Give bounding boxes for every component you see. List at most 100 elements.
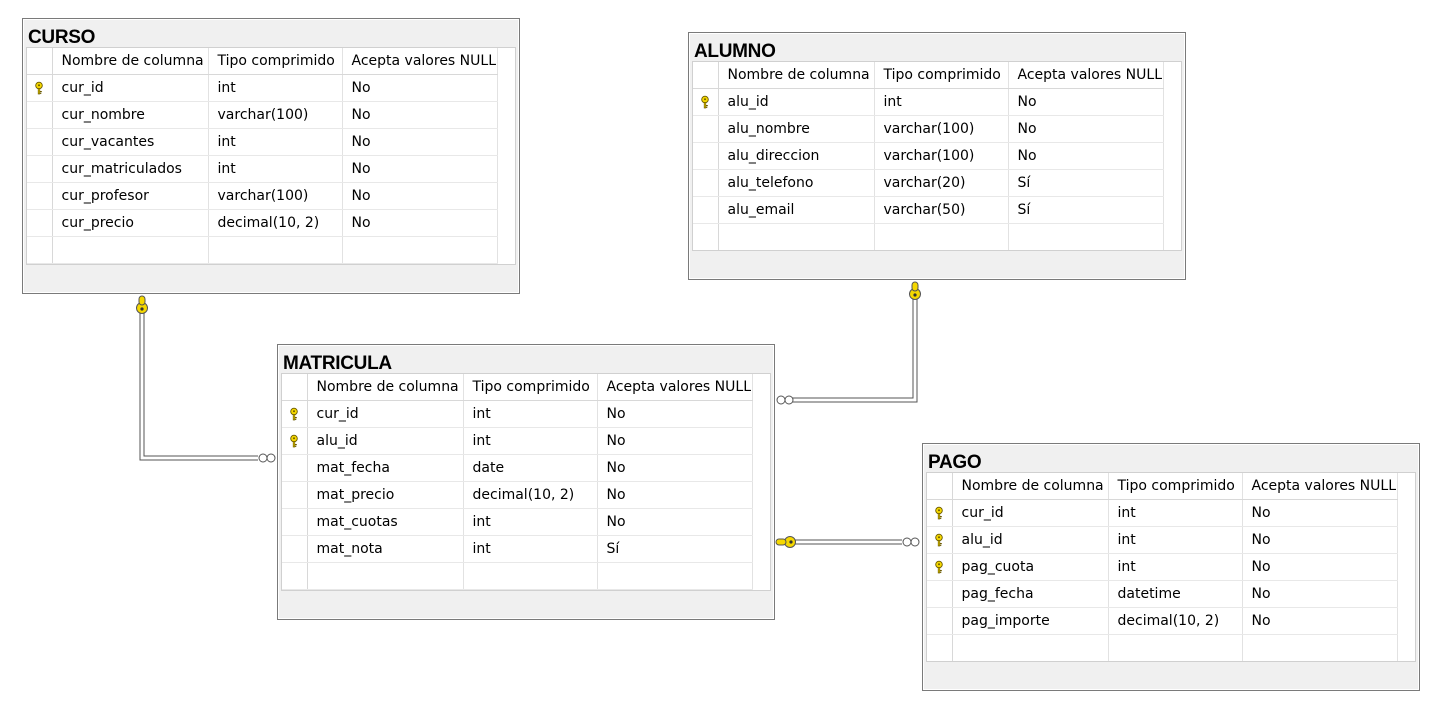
empty-cell[interactable] — [718, 223, 875, 250]
column-type-cell: int — [208, 74, 343, 102]
column-name-cell: cur_profesor — [52, 182, 209, 210]
empty-cell[interactable] — [952, 634, 1109, 661]
row-selector[interactable] — [927, 580, 953, 608]
type-header: Tipo comprimido — [1108, 473, 1243, 500]
row-selector[interactable] — [693, 142, 719, 170]
column-nullable-cell: Sí — [1008, 169, 1164, 197]
row-selector[interactable] — [282, 535, 308, 563]
row-selector[interactable] — [27, 74, 53, 102]
row-selector[interactable] — [27, 101, 53, 129]
empty-cell[interactable] — [208, 236, 343, 264]
column-type-cell: varchar(100) — [874, 115, 1009, 143]
column-nullable-cell: No — [1242, 607, 1398, 635]
relationship-curso-matricula[interactable] — [136, 295, 276, 463]
table-title: PAGO — [928, 452, 982, 473]
row-selector[interactable] — [282, 427, 308, 455]
empty-cell[interactable] — [307, 562, 464, 590]
column-type-cell: int — [463, 508, 598, 536]
new-row[interactable] — [27, 236, 498, 264]
empty-cell[interactable] — [597, 562, 753, 590]
row-selector[interactable] — [927, 553, 953, 581]
column-nullable-cell: No — [1008, 115, 1164, 143]
column-nullable-cell: No — [342, 101, 498, 129]
primary-key-icon — [290, 434, 298, 447]
row-selector[interactable] — [927, 526, 953, 554]
empty-cell[interactable] — [874, 223, 1009, 250]
empty-cell[interactable] — [342, 236, 498, 264]
row-selector[interactable] — [693, 223, 719, 250]
relationship-matricula-pago[interactable] — [775, 536, 920, 548]
column-nullable-cell: Sí — [1008, 196, 1164, 224]
row-selector[interactable] — [282, 508, 308, 536]
row-selector[interactable] — [27, 128, 53, 156]
empty-cell[interactable] — [1108, 634, 1243, 661]
row-selector[interactable] — [693, 115, 719, 143]
table-title: ALUMNO — [694, 41, 776, 62]
relationship-alumno-matricula[interactable] — [776, 281, 921, 405]
new-row[interactable] — [693, 223, 1164, 250]
row-selector[interactable] — [27, 155, 53, 183]
row-selector[interactable] — [927, 634, 953, 661]
empty-cell[interactable] — [463, 562, 598, 590]
column-name-cell: mat_fecha — [307, 454, 464, 482]
row-selector[interactable] — [282, 562, 308, 590]
row-selector[interactable] — [927, 607, 953, 635]
row-selector[interactable] — [927, 499, 953, 527]
new-row[interactable] — [282, 562, 753, 590]
row-selector-header — [27, 48, 53, 75]
empty-cell[interactable] — [1008, 223, 1164, 250]
column-name-cell: cur_id — [52, 74, 209, 102]
row-selector[interactable] — [27, 236, 53, 264]
new-row[interactable] — [927, 634, 1398, 661]
row-selector[interactable] — [693, 196, 719, 224]
infinity-end-icon — [258, 453, 276, 463]
row-selector[interactable] — [282, 400, 308, 428]
column-name-cell: pag_fecha — [952, 580, 1109, 608]
column-type-cell: int — [874, 88, 1009, 116]
row-selector[interactable] — [27, 209, 53, 237]
column-nullable-cell: No — [1242, 580, 1398, 608]
nullable-header: Acepta valores NULL — [1008, 62, 1164, 89]
empty-cell[interactable] — [1242, 634, 1398, 661]
row-selector[interactable] — [27, 182, 53, 210]
column-name-cell: cur_precio — [52, 209, 209, 237]
row-selector[interactable] — [693, 169, 719, 197]
column-name-cell: cur_id — [952, 499, 1109, 527]
column-name-header: Nombre de columna — [52, 48, 209, 75]
row-selector[interactable] — [282, 481, 308, 509]
row-selector[interactable] — [282, 454, 308, 482]
empty-cell[interactable] — [52, 236, 209, 264]
column-name-cell: alu_email — [718, 196, 875, 224]
row-selector[interactable] — [693, 88, 719, 116]
